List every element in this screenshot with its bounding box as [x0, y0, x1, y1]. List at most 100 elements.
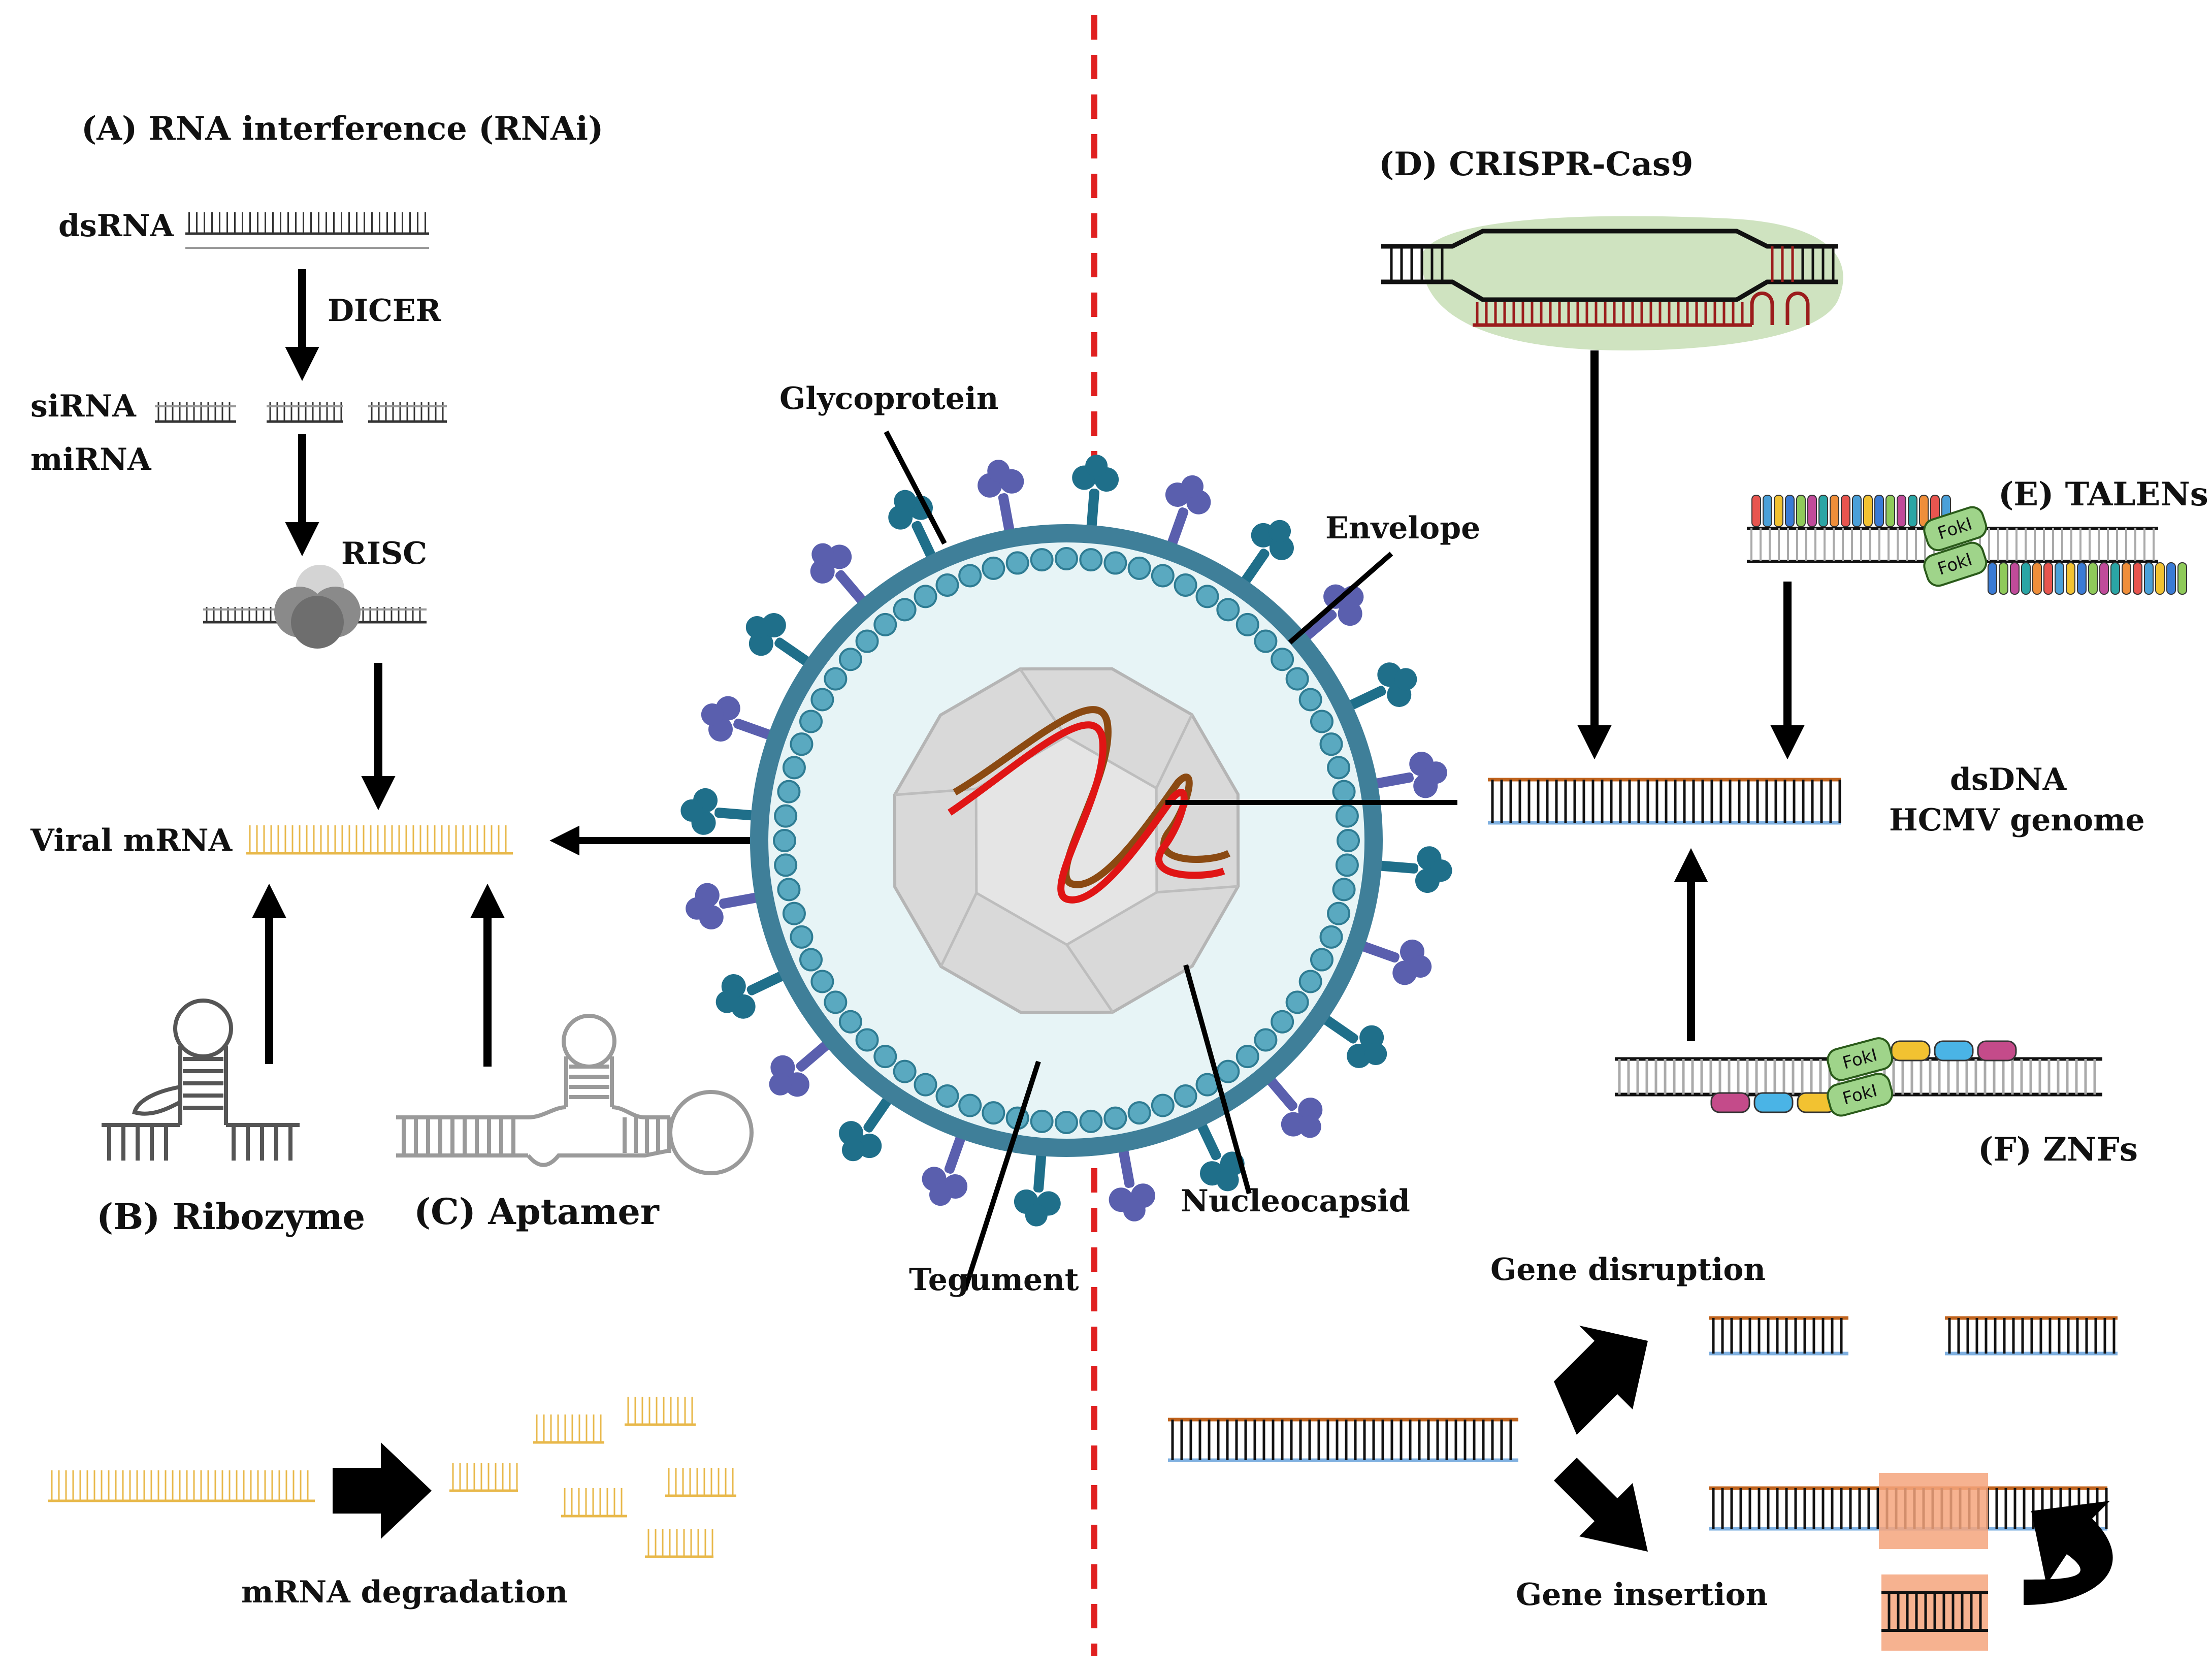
tale-repeat	[2010, 562, 2020, 595]
glycoprotein-spike	[680, 788, 763, 835]
spike-head	[1123, 1199, 1146, 1221]
tale-repeat	[1999, 562, 2008, 595]
aptamer-title: (C) Aptamer	[414, 1191, 660, 1233]
tegument-bead	[914, 585, 937, 608]
tegument-bead	[1310, 948, 1334, 972]
talen-foki-bottom: FokI	[1923, 541, 1988, 587]
tegument-bead	[1254, 629, 1278, 653]
talens-complex: FokI FokI	[1747, 495, 2187, 595]
viral-envelope	[750, 524, 1383, 1157]
nucleocapsid-pointer	[1183, 964, 1252, 1195]
spike-head	[1216, 1169, 1239, 1192]
tale-repeat	[2166, 562, 2176, 595]
gene-disruption-label: Gene disruption	[1490, 1252, 1766, 1288]
zinc-finger	[1891, 1040, 1931, 1062]
glycoprotein-spike	[1072, 455, 1119, 537]
viral-mrna-label: Viral mRNA	[30, 823, 233, 858]
spike-head	[1347, 1043, 1372, 1068]
tale-repeat	[2021, 562, 2031, 595]
spike-head	[1409, 955, 1432, 978]
tegument-bead	[1216, 598, 1240, 622]
tale-repeat	[1830, 495, 1839, 527]
tale-repeat	[1863, 495, 1873, 527]
tegument-bead	[914, 1073, 937, 1097]
tegument-bead	[1079, 1109, 1103, 1133]
spike-head	[680, 799, 703, 822]
glycoprotein-spike	[745, 613, 817, 670]
spike-head	[1298, 1098, 1323, 1122]
sirna-fragments	[155, 402, 447, 423]
spike-head	[827, 544, 852, 569]
tegument-bead	[799, 948, 823, 972]
tegument-bead	[777, 878, 801, 902]
guide-rna-hairpin	[1750, 292, 1810, 325]
sirna-label: siRNA	[30, 389, 137, 424]
risc-label: RISC	[341, 536, 427, 571]
viral-genome-red	[948, 721, 1225, 904]
spike-head	[894, 490, 917, 512]
tegument-bead	[1127, 1101, 1151, 1125]
glycoprotein-spike	[1237, 520, 1294, 591]
tegument-bead	[958, 564, 982, 588]
dicer-label: DICER	[328, 293, 442, 329]
tegument-bead	[1310, 710, 1334, 733]
tegument-bead	[1151, 1094, 1175, 1117]
tegument-bead	[782, 756, 806, 780]
tale-repeat	[2055, 562, 2064, 595]
cas9-protein	[1421, 216, 1843, 350]
hcmv-genome-dsdna	[1488, 778, 1841, 825]
tale-repeat	[1897, 495, 1906, 527]
spike-head	[987, 460, 1010, 483]
mrna-before-degradation	[48, 1470, 315, 1502]
degradation-label: mRNA degradation	[241, 1574, 568, 1610]
tegument-bead	[1235, 1045, 1259, 1069]
tegument-bead	[774, 804, 798, 828]
spike-head	[715, 990, 738, 1013]
spike-head	[841, 1139, 864, 1162]
tegument-label: Tegument	[909, 1262, 1079, 1298]
crispr-title: (D) CRISPR-Cas9	[1379, 145, 1693, 183]
tegument-bead	[1216, 1059, 1240, 1083]
glycoprotein-spike	[888, 490, 939, 566]
spike-head	[1394, 668, 1417, 691]
disruption-block-arrow-icon	[1554, 1326, 1648, 1435]
glycoprotein-spike	[1341, 662, 1417, 713]
capsid-facet-edge	[1156, 885, 1239, 894]
donor-dna	[1881, 1591, 1988, 1632]
tegument-bead	[1285, 667, 1309, 691]
rnai-title: (A) RNA interference (RNAi)	[81, 110, 603, 148]
capsid-facet-edge	[939, 892, 978, 968]
spike-head	[810, 559, 835, 584]
tegument-bead	[873, 1045, 897, 1069]
tegument-bead	[935, 1084, 959, 1108]
tegument-bead	[777, 780, 801, 803]
tegument-bead	[1030, 548, 1054, 572]
tegument-bead	[1298, 970, 1322, 993]
tegument-bead	[838, 648, 862, 671]
tegument-bead	[1195, 585, 1219, 608]
spike-head	[811, 543, 834, 566]
tegument-bead	[1079, 548, 1103, 572]
tale-repeat	[2133, 562, 2142, 595]
capsid-facet-edge	[1065, 944, 1114, 1013]
spike-head	[1298, 1115, 1321, 1138]
tegument-bead	[1055, 547, 1078, 570]
genome-label-line2: HCMV genome	[1889, 802, 2145, 838]
tale-repeat	[2110, 562, 2120, 595]
tegument-bead	[799, 710, 823, 733]
tegument-bead	[1055, 1111, 1078, 1134]
tale-repeat	[1841, 495, 1850, 527]
zinc-finger	[1934, 1040, 1974, 1062]
tegument-bead	[810, 688, 834, 712]
cut-dsdna	[1168, 1418, 1518, 1462]
tale-repeat	[1774, 495, 1783, 527]
tegument-bead	[790, 732, 814, 756]
tale-repeat	[2088, 562, 2098, 595]
genome-label-line1: dsDNA	[1950, 762, 2067, 797]
glycoprotein-pointer	[884, 430, 947, 545]
spike-head	[1424, 761, 1447, 784]
spike-head	[1338, 601, 1362, 626]
spike-head	[839, 1121, 864, 1146]
tegument-bead	[982, 556, 1005, 580]
